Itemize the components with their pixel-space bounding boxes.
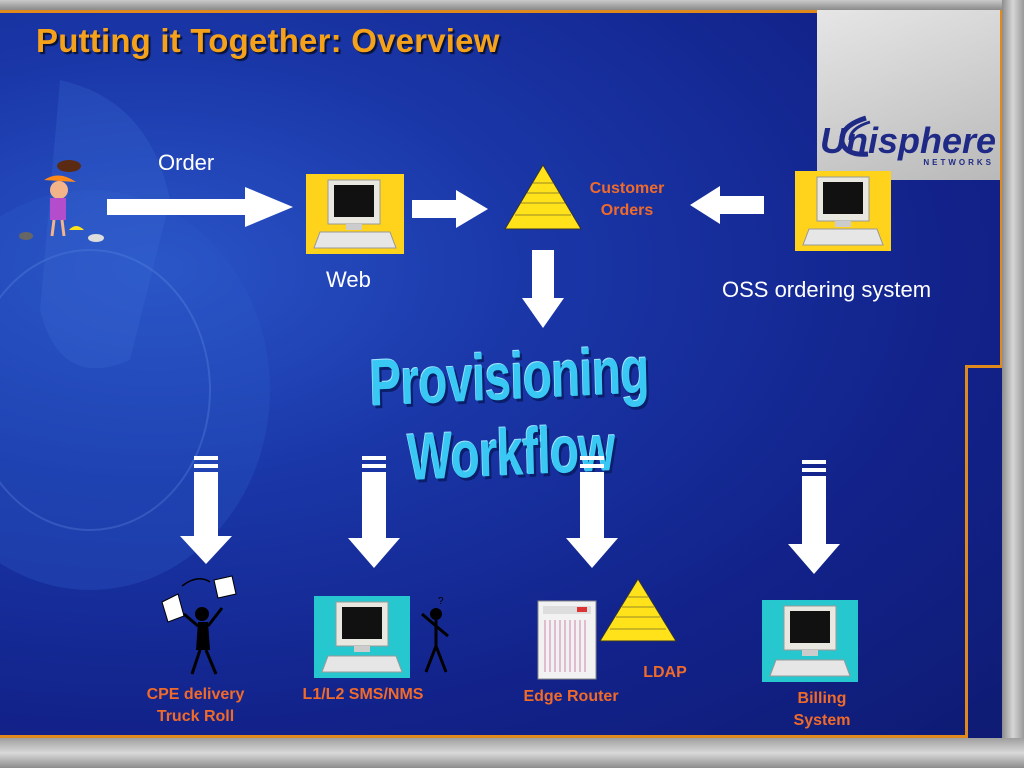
customer-orders-label: Customer Orders (578, 178, 676, 222)
top-frame-bar (0, 0, 1024, 10)
workflow-arrow-cpe (180, 456, 232, 564)
unisphere-swirl-icon (839, 115, 871, 157)
billing-system-label: Billing System (772, 688, 872, 732)
oss-label: OSS ordering system (722, 277, 932, 302)
cpe-delivery-label: CPE delivery Truck Roll (128, 684, 263, 728)
cpe-line2: Truck Roll (156, 708, 235, 725)
orange-rule-lower (965, 365, 968, 745)
thinking-person-icon: ? (421, 596, 449, 673)
l1l2-label: L1/L2 SMS/NMS (302, 686, 424, 703)
order-label: Order (158, 150, 215, 175)
logo-wordmark: Unisphere (819, 120, 996, 161)
oss-to-orders-arrow (690, 186, 764, 224)
ldap-label: LDAP (643, 664, 687, 681)
oss-computer-icon (795, 171, 891, 251)
right-frame-bar (1002, 0, 1024, 768)
workflow-arrow-billing (788, 460, 840, 574)
billing-line1: Billing (797, 690, 847, 707)
orange-rule-step (965, 365, 1003, 368)
slide-title: Putting it Together: Overview (36, 22, 500, 59)
customer-orders-line1: Customer (589, 180, 665, 197)
customer-person-icon (19, 160, 104, 242)
web-to-orders-arrow (412, 190, 488, 228)
bottom-frame-bar (0, 738, 1024, 768)
billing-line2: System (793, 712, 851, 729)
background-phone-globe (0, 80, 270, 590)
sms-nms-computer-icon (314, 596, 410, 678)
logo-subtitle: NETWORKS (923, 158, 994, 167)
ldap-pyramid (599, 578, 677, 642)
orange-rule-bottom (0, 735, 968, 738)
web-computer-icon (306, 174, 404, 254)
orange-rule-right (1000, 10, 1003, 365)
svg-text:?: ? (438, 596, 444, 607)
orange-rule-top (0, 10, 1002, 13)
web-label: Web (326, 267, 371, 292)
edge-router-label: Edge Router (523, 688, 619, 705)
billing-computer-icon (762, 600, 858, 682)
customer-orders-pyramid (504, 164, 582, 230)
workflow-arrow-router (566, 456, 618, 568)
customer-orders-line2: Orders (600, 202, 654, 219)
workflow-arrow-sms (348, 456, 400, 568)
edge-router-icon (537, 600, 597, 680)
cpe-line1: CPE delivery (146, 686, 245, 703)
truck-roll-worker-icon (161, 575, 237, 675)
orders-to-workflow-arrow (522, 250, 564, 328)
order-arrow (107, 187, 293, 227)
